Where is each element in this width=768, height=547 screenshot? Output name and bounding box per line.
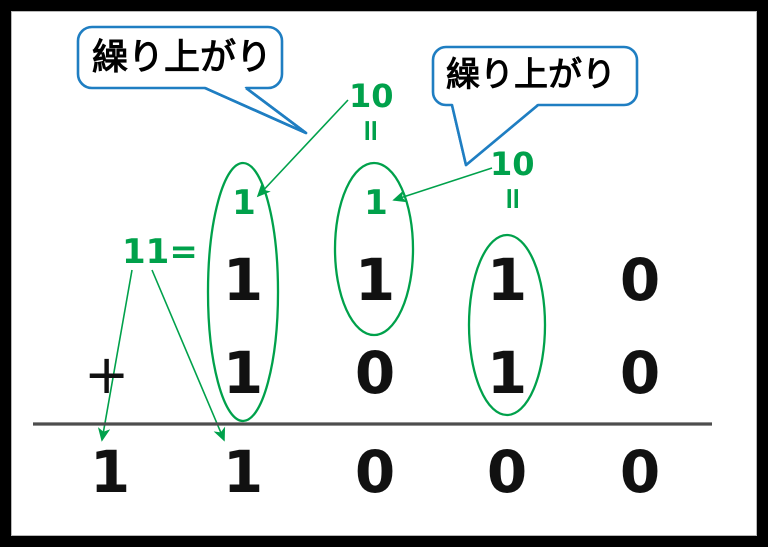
sum-digit-ones: 0 (619, 438, 661, 506)
carry-digit-thousands: 1 (232, 183, 256, 223)
addend2-digit-tens: 1 (486, 339, 528, 407)
callout-label-right: 繰り上がり (446, 55, 616, 95)
annotation-ten-right: 10 (490, 145, 535, 183)
sum-digit-ten-thousands: 1 (89, 438, 131, 506)
addend1-digit-tens: 1 (486, 246, 528, 314)
addend1-digit-hundreds: 1 (354, 246, 396, 314)
addend2-digit-ones: 0 (619, 339, 661, 407)
callout-label-left: 繰り上がり (92, 37, 273, 78)
annotation-eleven: 11= (122, 232, 198, 272)
sum-digit-tens: 0 (486, 438, 528, 506)
annotation-ten-right-equals: = (495, 186, 530, 212)
carry-digit-hundreds: 1 (364, 183, 388, 223)
annotation-ten-top: 10 (349, 77, 394, 115)
plus-operator: + (84, 343, 130, 406)
sum-digit-thousands: 1 (222, 438, 264, 506)
addend1-digit-thousands: 1 (222, 246, 264, 314)
addend2-digit-hundreds: 0 (354, 339, 396, 407)
addend2-digit-thousands: 1 (222, 339, 264, 407)
sum-digit-hundreds: 0 (354, 438, 396, 506)
annotation-ten-top-equals: = (353, 118, 388, 144)
addend1-digit-ones: 0 (619, 246, 661, 314)
